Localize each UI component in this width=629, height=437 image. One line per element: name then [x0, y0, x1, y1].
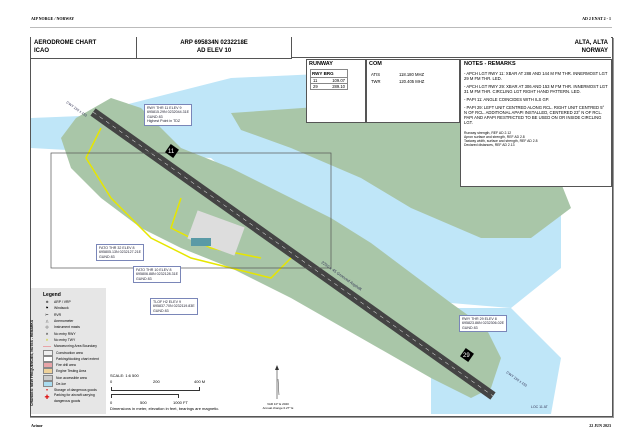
terminal-building: [191, 238, 211, 246]
rwy11-marker: 11: [165, 144, 179, 158]
scale-tick: 400 M: [194, 379, 206, 384]
legend-item: ♥Storage of dangerous goods: [45, 388, 97, 393]
north-arrow-icon: [275, 365, 280, 399]
parking-chart-extent: [50, 152, 332, 269]
notes-panel: NOTES - REMARKS - APCH LGT RWY 11: XBAR …: [460, 59, 612, 187]
legend-item: Engine Testing Area: [43, 368, 106, 375]
legend-panel: CHANGES: NEW FREQUENCIES, NOTES - REMARK…: [30, 288, 106, 414]
legend-item: ✕No entry TWY: [45, 337, 76, 342]
footer-left: Avinor: [31, 423, 43, 428]
loc-label: LOC 11 AT: [531, 405, 549, 409]
scale-tick: 500: [140, 400, 147, 405]
note: - APCH LGT RWY 11: XBAR AT 288 AND 144 M…: [464, 71, 608, 81]
scale-bar-m: [111, 387, 200, 391]
legend-item: △Anemometer: [45, 319, 74, 324]
changes-note: CHANGES: NEW FREQUENCIES, NOTES - REMARK…: [30, 319, 34, 406]
runway-centerline: [92, 111, 494, 397]
legend-item: ✚Parking for aircraft carrying dangerous…: [44, 392, 95, 403]
footer-rule: [30, 417, 612, 418]
rwy29-marker: 29: [460, 348, 474, 362]
scale-bar-ft: [111, 394, 179, 398]
clearway-11: CWY 150 x 150: [65, 101, 87, 118]
legend-item: Parking/docking chart extent: [43, 355, 106, 362]
legend-item: ⚑Windsock: [45, 306, 69, 311]
runway-table-header: RWY BRG: [311, 70, 347, 78]
note: - PAPI 11: ANGLE COINCIDES WITH ILS GP.: [464, 97, 550, 102]
svg-text:29: 29: [463, 353, 470, 359]
scale-note: Dimensions in meter, elevation in feet, …: [110, 406, 220, 411]
legend-item: ◎Instrument masts: [45, 325, 81, 330]
header-right: AD 2 ENAT 2 - 1: [582, 16, 611, 21]
header-left: AIP NORGE / NORWAY: [31, 16, 75, 21]
apron: [187, 210, 245, 256]
com-heading: COM: [369, 61, 382, 67]
legend-item: De-Ice: [43, 381, 106, 387]
legend-item: ✕No entry RWY: [45, 331, 76, 336]
legend-title: Legend: [43, 292, 61, 298]
note: - APCH LGT RWY 29: XBAR AT 306 AND 153 M…: [464, 84, 608, 94]
runway-heading: RUNWAY: [309, 61, 333, 67]
header-rule: [30, 27, 612, 28]
notes-heading: NOTES - REMARKS: [464, 61, 516, 67]
svg-text:11: 11: [168, 149, 175, 155]
legend-item: Construction area: [43, 349, 106, 356]
title-divider: [31, 58, 292, 59]
legend-item: ⊕ARP / VRP: [45, 300, 71, 305]
legend-item: Fire drill area: [43, 362, 106, 369]
scale-tick: 0: [110, 379, 113, 384]
taxiway: [85, 127, 292, 279]
footer-right: 22 JUN 2023: [589, 423, 611, 428]
legend-item: Non accessible area: [43, 374, 106, 381]
scale-title: SCALE: 1:6 500: [110, 373, 139, 378]
legend-item: ⊢RVR: [45, 312, 62, 317]
scale-tick: 1000 FT: [173, 400, 188, 405]
legend-item: Manoeuvring Area Boundary: [43, 343, 106, 349]
scale-tick: 200: [153, 379, 160, 384]
note: - PAPI 29: LEFT UNIT CENTRED ALONG RCL. …: [464, 105, 605, 125]
scale-tick: 0: [110, 400, 113, 405]
